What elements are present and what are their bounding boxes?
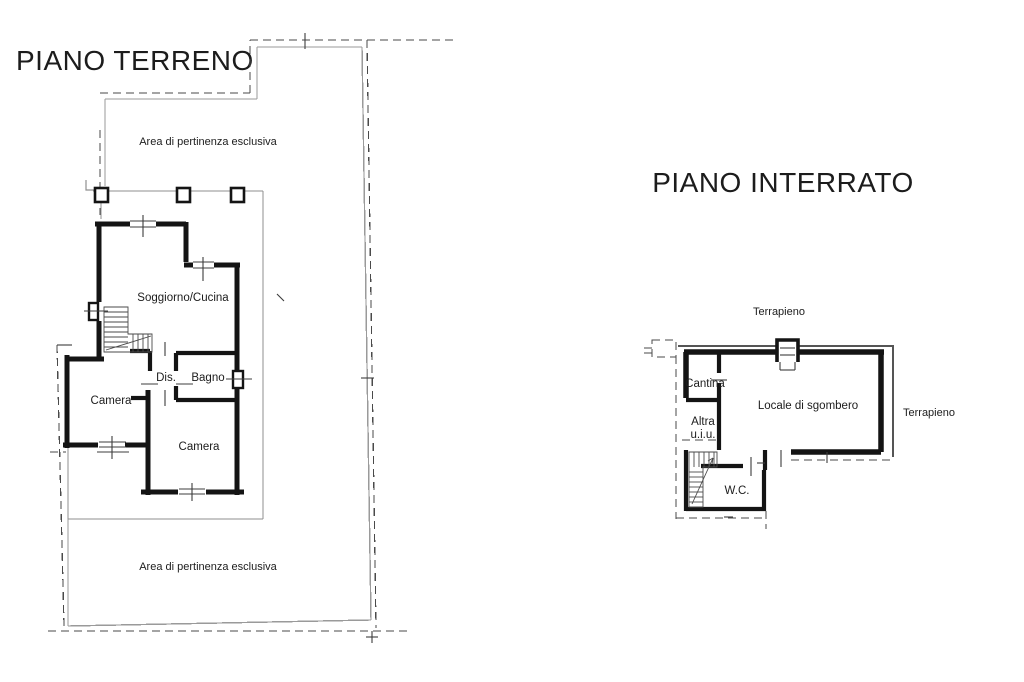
embankment-label-top: Terrapieno — [753, 306, 805, 318]
room-label-storage: Locale di sgombero — [758, 400, 858, 412]
room-label-bedroom-left: Camera — [91, 395, 133, 407]
room-label-bedroom-right: Camera — [179, 441, 221, 453]
ground-dashed-boundary — [48, 39, 455, 632]
ground-staircase — [103, 306, 153, 353]
room-label-living-kitchen: Soggiorno/Cucina — [137, 292, 229, 304]
room-label-cellar: Cantina — [685, 378, 725, 390]
basement-retaining-outline — [678, 345, 894, 457]
basement-exterior-walls — [683, 349, 884, 455]
room-label-other-unit-line1: Altra — [691, 416, 715, 428]
area-label-bottom: Area di pertinenza esclusiva — [139, 561, 277, 573]
basement-staircase — [688, 451, 718, 508]
room-label-bathroom: Bagno — [191, 372, 224, 384]
basement-chimney — [775, 338, 800, 371]
ground-floor-title: PIANO TERRENO — [16, 45, 254, 76]
ground-interior-walls — [130, 348, 235, 403]
basement-title: PIANO INTERRATO — [652, 167, 914, 198]
basement-door-marks — [711, 379, 828, 518]
basement-interior-walls — [683, 352, 768, 512]
ground-windows — [84, 215, 252, 501]
ground-exterior-walls — [63, 221, 244, 495]
basement-plan: PIANO INTERRATO — [644, 167, 955, 529]
ground-survey-ticks — [57, 33, 378, 643]
room-label-wc: W.C. — [725, 485, 750, 497]
area-label-top: Area di pertinenza esclusiva — [139, 136, 277, 148]
fence-pillars — [93, 186, 246, 204]
ground-solid-boundary — [67, 46, 372, 627]
embankment-label-right: Terrapieno — [903, 407, 955, 419]
room-label-other-unit-line2: u.i.u. — [691, 429, 716, 441]
room-label-hallway: Dis. — [156, 372, 176, 384]
basement-dashed-boundary — [644, 339, 891, 529]
ground-floor-plan: PIANO TERRENO — [16, 33, 455, 643]
